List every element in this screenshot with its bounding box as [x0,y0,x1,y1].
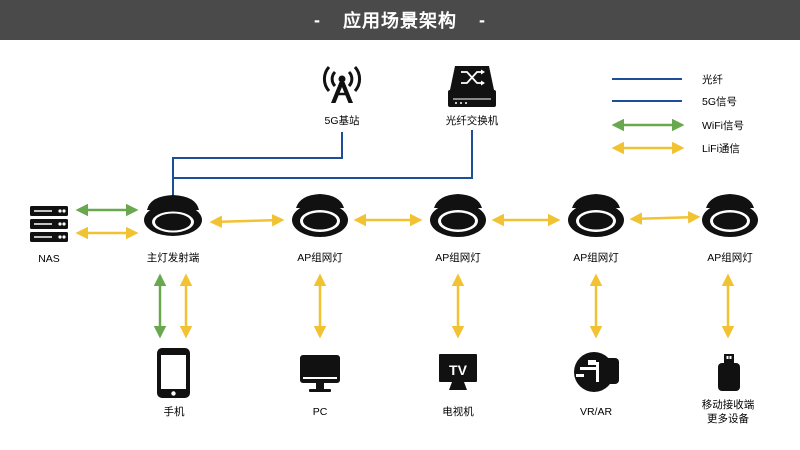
nas-icon [30,206,68,242]
ap-light-icon [430,194,486,237]
mobile-label-line2: 更多设备 [707,412,749,425]
lifi-link-main-ap1 [209,214,285,228]
page-title: 应用场景架构 [343,11,457,31]
ap-light-label-1: AP组网灯 [297,251,343,264]
legend-wifi-label: WiFi信号 [702,120,744,132]
switch-label: 光纤交换机 [446,114,499,127]
ap-light-label-2: AP组网灯 [435,251,481,264]
tower-icon [322,66,362,103]
ap-light-icon [292,194,348,237]
phone-label: 手机 [164,405,185,418]
ap-light-icon [702,194,758,237]
nas-label: NAS [38,253,60,265]
ap-light-label-4: AP组网灯 [707,251,753,264]
main-light-icon [144,195,202,236]
tv-icon: TV [439,354,477,390]
title-dash-left: - [314,9,321,30]
vr-headset-icon [574,352,619,392]
phone-icon [157,348,190,398]
tv-screen-text: TV [449,362,468,378]
switch-icon [448,66,496,107]
legend-fiber-label: 光纤 [702,73,723,86]
title-bar: - 应用场景架构 - [0,0,800,40]
monitor-icon [300,355,340,392]
fiber-link [173,130,473,179]
mobile-label-line1: 移动接收端 [702,398,755,411]
title-dash-right: - [479,9,486,30]
5g-link [172,132,343,196]
ap-light-label-3: AP组网灯 [573,251,619,264]
tower-label: 5G基站 [324,114,360,127]
usb-receiver-icon [718,354,740,391]
vr-label: VR/AR [580,406,613,418]
legend: 光纤 5G信号 WiFi信号 LiFi通信 [611,73,744,155]
pc-label: PC [313,406,328,418]
tv-label: 电视机 [442,405,474,418]
lifi-link-ap3-ap4 [629,211,701,225]
legend-5g-label: 5G信号 [702,96,737,108]
network-links [172,130,473,196]
main-light-label: 主灯发射端 [147,251,200,264]
legend-lifi-label: LiFi通信 [702,143,740,155]
ap-light-icon [568,194,624,237]
